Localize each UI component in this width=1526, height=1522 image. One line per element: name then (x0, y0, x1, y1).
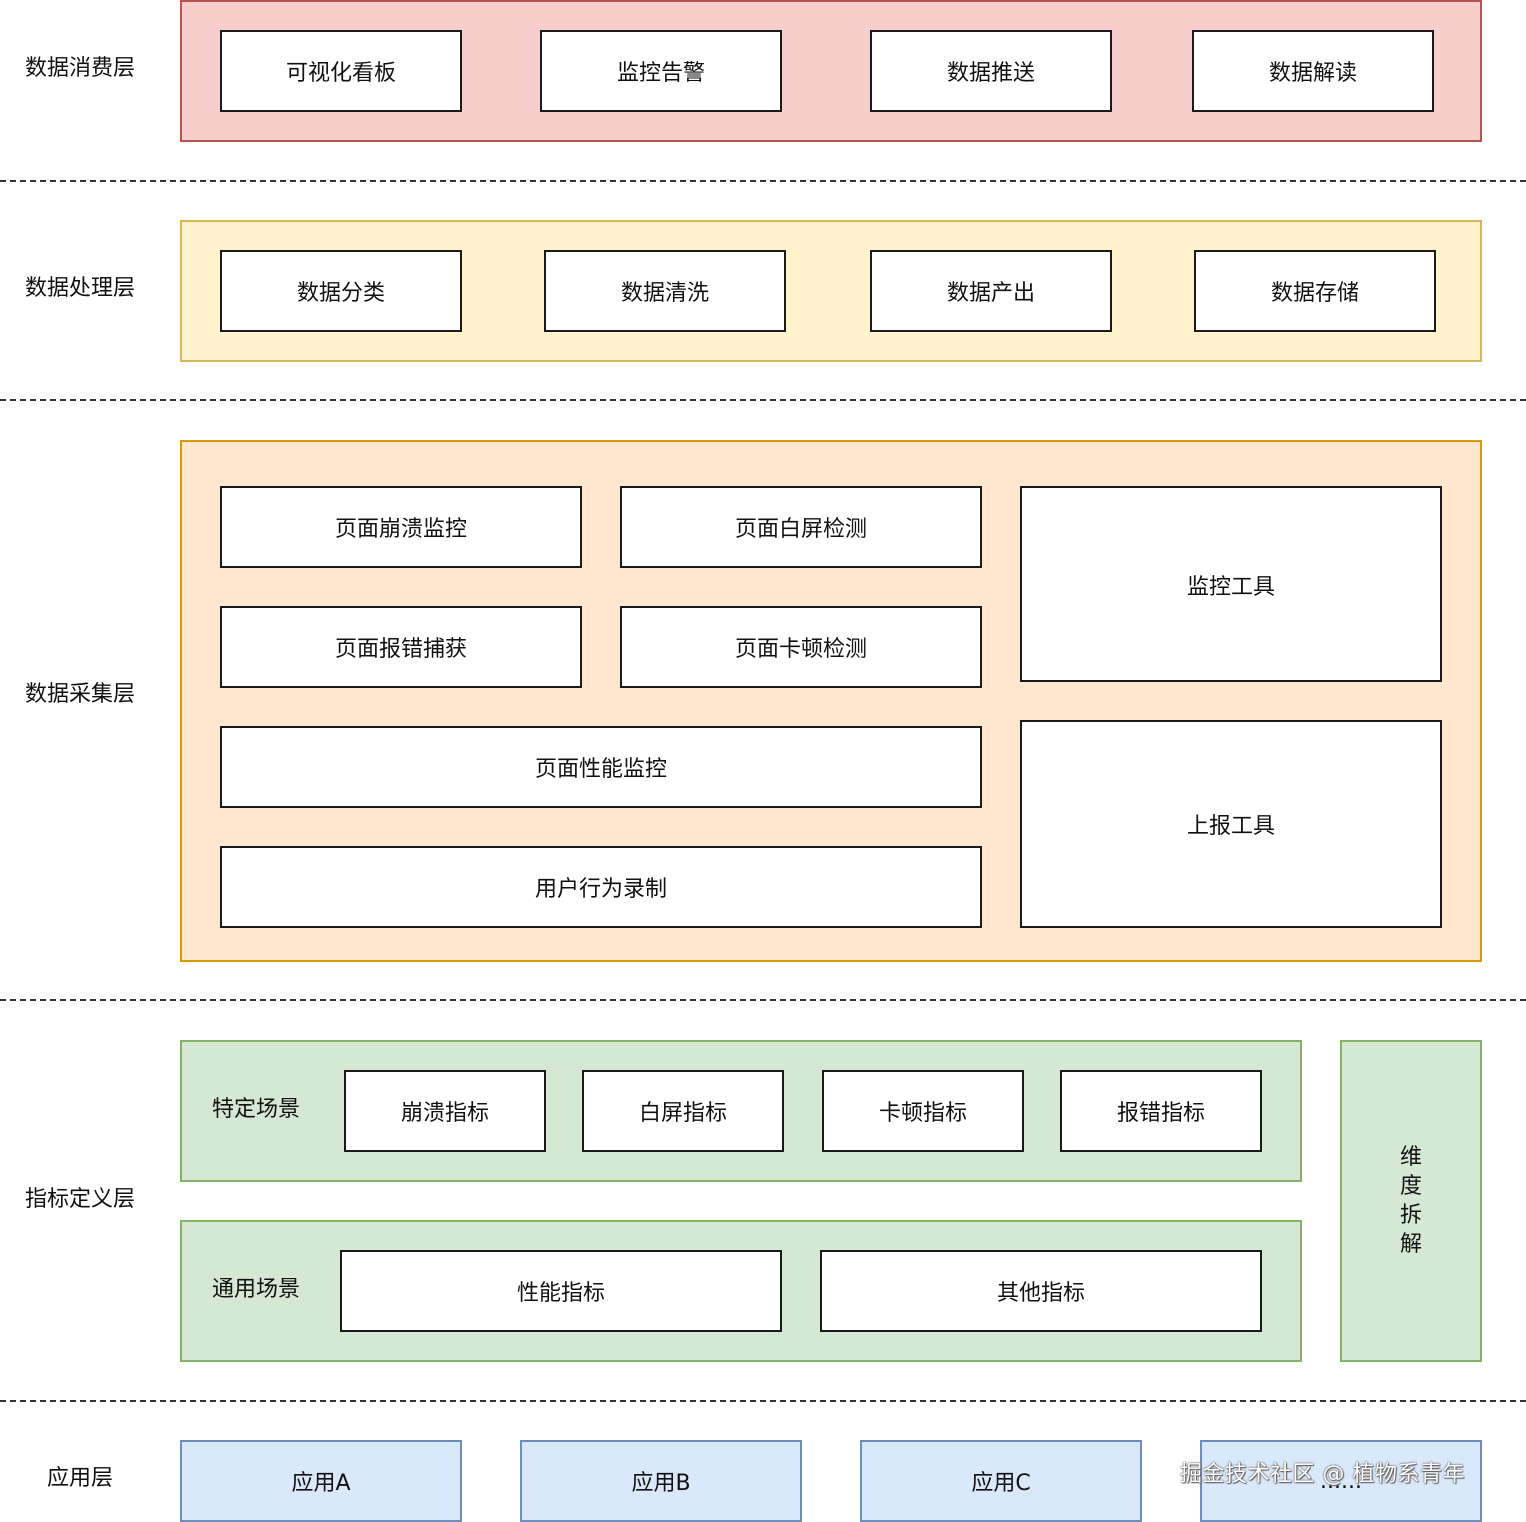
dashboard-box: 可视化看板 (220, 30, 462, 112)
app-more-box: ...... (1200, 1440, 1482, 1522)
white-screen-detect-box: 页面白屏检测 (620, 486, 982, 568)
dimension-breakdown-panel: 维度拆解 (1340, 1040, 1482, 1362)
alerting-box: 监控告警 (540, 30, 782, 112)
data-output-box: 数据产出 (870, 250, 1112, 332)
page-crash-monitor-box: 页面崩溃监控 (220, 486, 582, 568)
general-scenario-label: 通用场景 (212, 1277, 301, 1302)
layer-divider (0, 999, 1526, 1001)
user-behavior-recording-box: 用户行为录制 (220, 846, 982, 928)
layer-label-processing: 数据处理层 (24, 276, 135, 301)
layer-label-consumption: 数据消费层 (24, 56, 135, 81)
specific-scenario-label: 特定场景 (212, 1097, 301, 1122)
app-a-box: 应用A (180, 1440, 462, 1522)
report-tool-box: 上报工具 (1020, 720, 1442, 928)
page-performance-monitor-box: 页面性能监控 (220, 726, 982, 808)
layer-label-collection: 数据采集层 (24, 682, 135, 707)
layer-divider (0, 399, 1526, 401)
layer-divider (0, 1400, 1526, 1402)
app-c-box: 应用C (860, 1440, 1142, 1522)
monitor-tool-box: 监控工具 (1020, 486, 1442, 682)
page-error-capture-box: 页面报错捕获 (220, 606, 582, 688)
crash-metric-box: 崩溃指标 (344, 1070, 546, 1152)
data-interpretation-box: 数据解读 (1192, 30, 1434, 112)
app-b-box: 应用B (520, 1440, 802, 1522)
error-metric-box: 报错指标 (1060, 1070, 1262, 1152)
data-cleaning-box: 数据清洗 (544, 250, 786, 332)
data-storage-box: 数据存储 (1194, 250, 1436, 332)
watermark-text: 掘金技术社区 @ 植物系青年 (1180, 1462, 1465, 1487)
page-jank-detect-box: 页面卡顿检测 (620, 606, 982, 688)
data-push-box: 数据推送 (870, 30, 1112, 112)
layer-label-metrics: 指标定义层 (24, 1187, 135, 1212)
jank-metric-box: 卡顿指标 (822, 1070, 1024, 1152)
layer-label-application: 应用层 (46, 1466, 113, 1491)
dimension-breakdown-label: 维度拆解 (1399, 1145, 1422, 1257)
white-screen-metric-box: 白屏指标 (582, 1070, 784, 1152)
data-classification-box: 数据分类 (220, 250, 462, 332)
performance-metric-box: 性能指标 (340, 1250, 782, 1332)
layer-divider (0, 180, 1526, 182)
other-metric-box: 其他指标 (820, 1250, 1262, 1332)
